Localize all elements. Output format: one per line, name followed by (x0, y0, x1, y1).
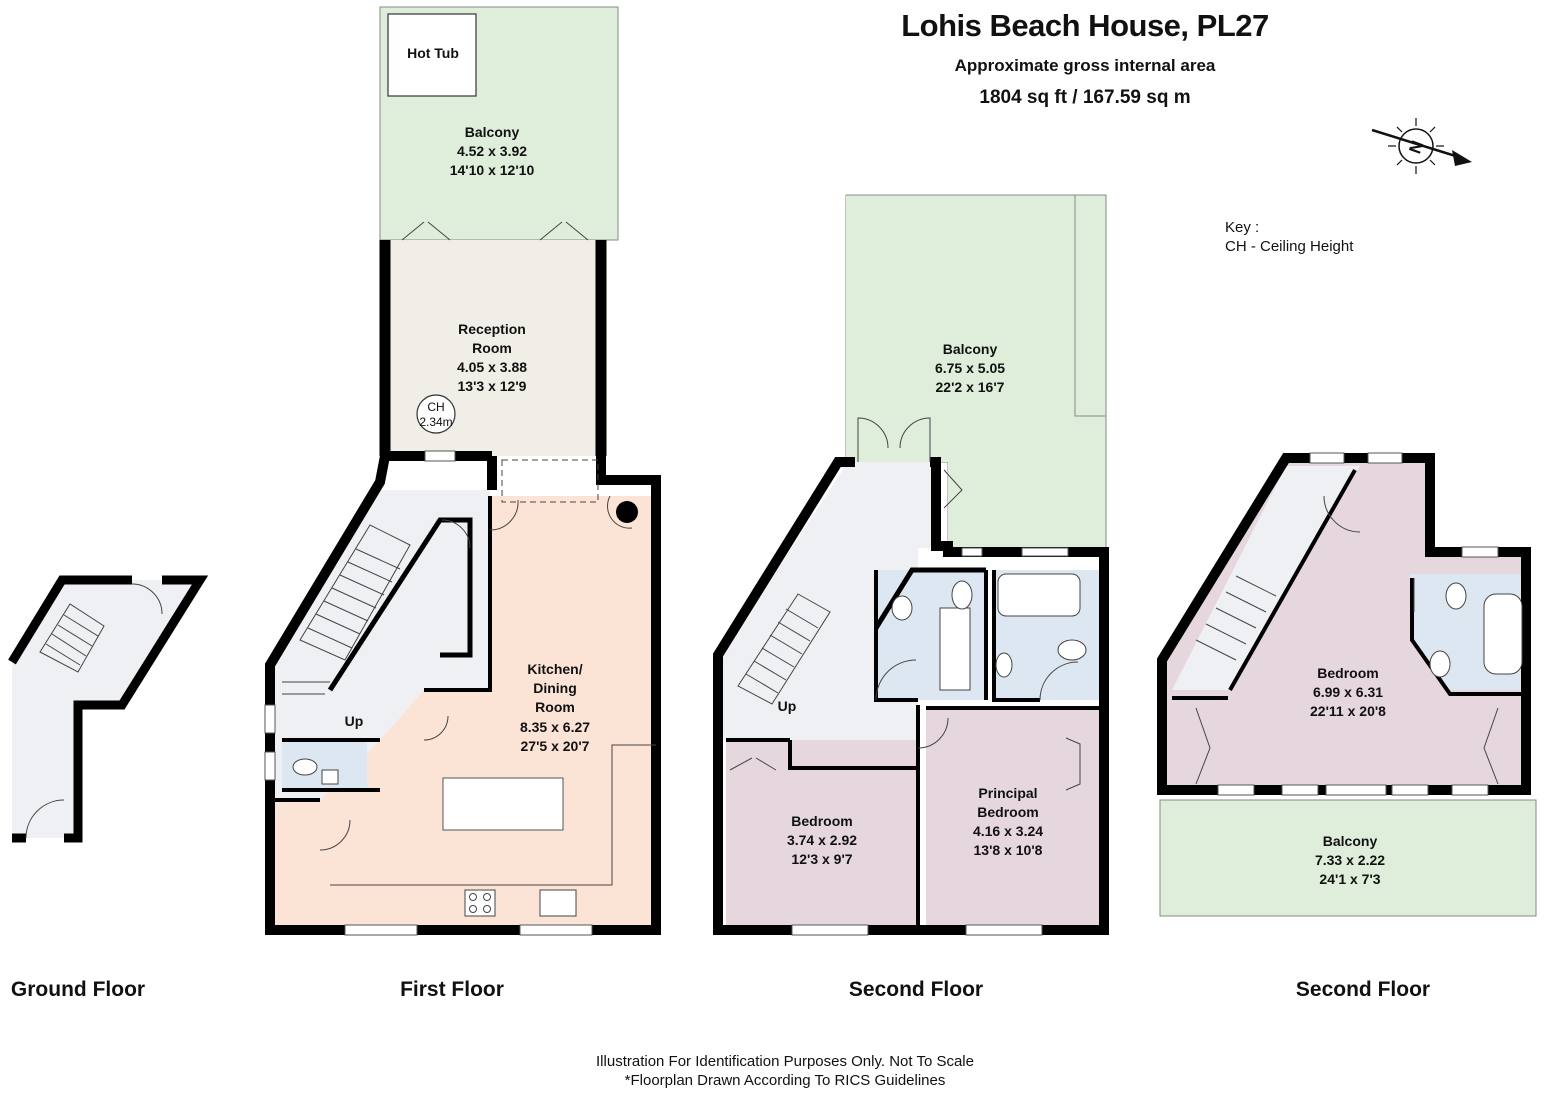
ceiling-height: 2.34m (419, 415, 452, 429)
third-balcony (1159, 799, 1537, 917)
reception-metric: 4.05 x 3.88 (457, 359, 527, 375)
first-balcony-imperial: 14'10 x 12'10 (450, 162, 535, 178)
first-floor-plan: Hot Tub (264, 6, 661, 936)
disclaimer: Illustration For Identification Purposes… (540, 1052, 1030, 1090)
reception-name-2: Room (472, 340, 512, 356)
hot-tub-label: Hot Tub (407, 45, 459, 61)
first-stairs-label: Up (345, 713, 364, 729)
first-balcony-name: Balcony (465, 124, 520, 140)
reception-imperial: 13'3 x 12'9 (458, 378, 527, 394)
second-stairs (737, 593, 831, 705)
principal-metric: 4.16 x 3.24 (973, 823, 1043, 839)
second-bedroom-name: Bedroom (791, 813, 852, 829)
ceiling-code: CH (427, 400, 444, 414)
disclaimer-line-1: Illustration For Identification Purposes… (596, 1053, 974, 1070)
area-subtitle: Approximate gross internal area (954, 56, 1216, 75)
hot-tub (387, 13, 477, 97)
kitchen-island (442, 777, 564, 831)
large-bedroom-name: Bedroom (1317, 665, 1378, 681)
third-balcony-name: Balcony (1323, 833, 1378, 849)
hob (464, 889, 496, 917)
second-floor-a-plan: Up Balcony 6.75 x 5.05 22'2 x 16'7 Bedro… (713, 194, 1109, 936)
ground-floor-plan (8, 575, 209, 843)
second-floor-b-plan: Bedroom 6.99 x 6.31 22'11 x 20'8 Balcony… (1157, 452, 1537, 917)
compass-label: N (1405, 138, 1427, 156)
third-balcony-imperial: 24'1 x 7'3 (1319, 871, 1380, 887)
principal-imperial: 13'8 x 10'8 (974, 842, 1043, 858)
second-balcony-name: Balcony (943, 341, 998, 357)
reception-name-1: Reception (458, 321, 526, 337)
second-balcony-imperial: 22'2 x 16'7 (936, 379, 1005, 395)
shower-tray (939, 607, 971, 691)
second-stairs-label: Up (778, 698, 797, 714)
second-bedroom-imperial: 12'3 x 9'7 (791, 851, 852, 867)
first-floor-label: First Floor (400, 978, 504, 1001)
principal-bedroom (926, 708, 1102, 928)
kitchen-imperial: 27'5 x 20'7 (521, 738, 590, 754)
third-balcony-metric: 7.33 x 2.22 (1315, 852, 1385, 868)
bath-tub (997, 573, 1081, 617)
legend-key: Key : CH - Ceiling Height (1225, 218, 1353, 256)
large-bedroom-metric: 6.99 x 6.31 (1313, 684, 1383, 700)
ground-stairs (39, 603, 105, 673)
ceiling-height-marker (416, 394, 456, 434)
large-bedroom-imperial: 22'11 x 20'8 (1310, 703, 1386, 719)
key-entry: CH - Ceiling Height (1225, 238, 1354, 255)
top-bath-tub (1483, 593, 1523, 675)
disclaimer-line-2: *Floorplan Drawn According To RICS Guide… (624, 1072, 946, 1089)
kitchen-metric: 8.35 x 6.27 (520, 719, 590, 735)
principal-name-1: Principal (978, 785, 1037, 801)
kitchen-name-1: Kitchen/ (527, 661, 582, 677)
second-balcony-metric: 6.75 x 5.05 (935, 360, 1005, 376)
first-stairs (282, 524, 411, 695)
top-stairs (1195, 575, 1277, 661)
ground-floor-label: Ground Floor (10, 978, 146, 1001)
second-floor-b-label: Second Floor (1295, 978, 1431, 1001)
second-bedroom-metric: 3.74 x 2.92 (787, 832, 857, 848)
first-balcony-metric: 4.52 x 3.92 (457, 143, 527, 159)
sink (539, 889, 577, 917)
second-floor-a-label: Second Floor (848, 978, 984, 1001)
key-heading: Key : (1225, 219, 1260, 236)
compass-icon: N (1371, 118, 1472, 174)
page-title: Lohis Beach House, PL27 (901, 8, 1269, 43)
kitchen-name-3: Room (535, 699, 575, 715)
principal-name-2: Bedroom (977, 804, 1038, 820)
gross-area: 1804 sq ft / 167.59 sq m (979, 87, 1191, 108)
second-bedroom (726, 740, 918, 928)
kitchen-name-2: Dining (533, 680, 577, 696)
